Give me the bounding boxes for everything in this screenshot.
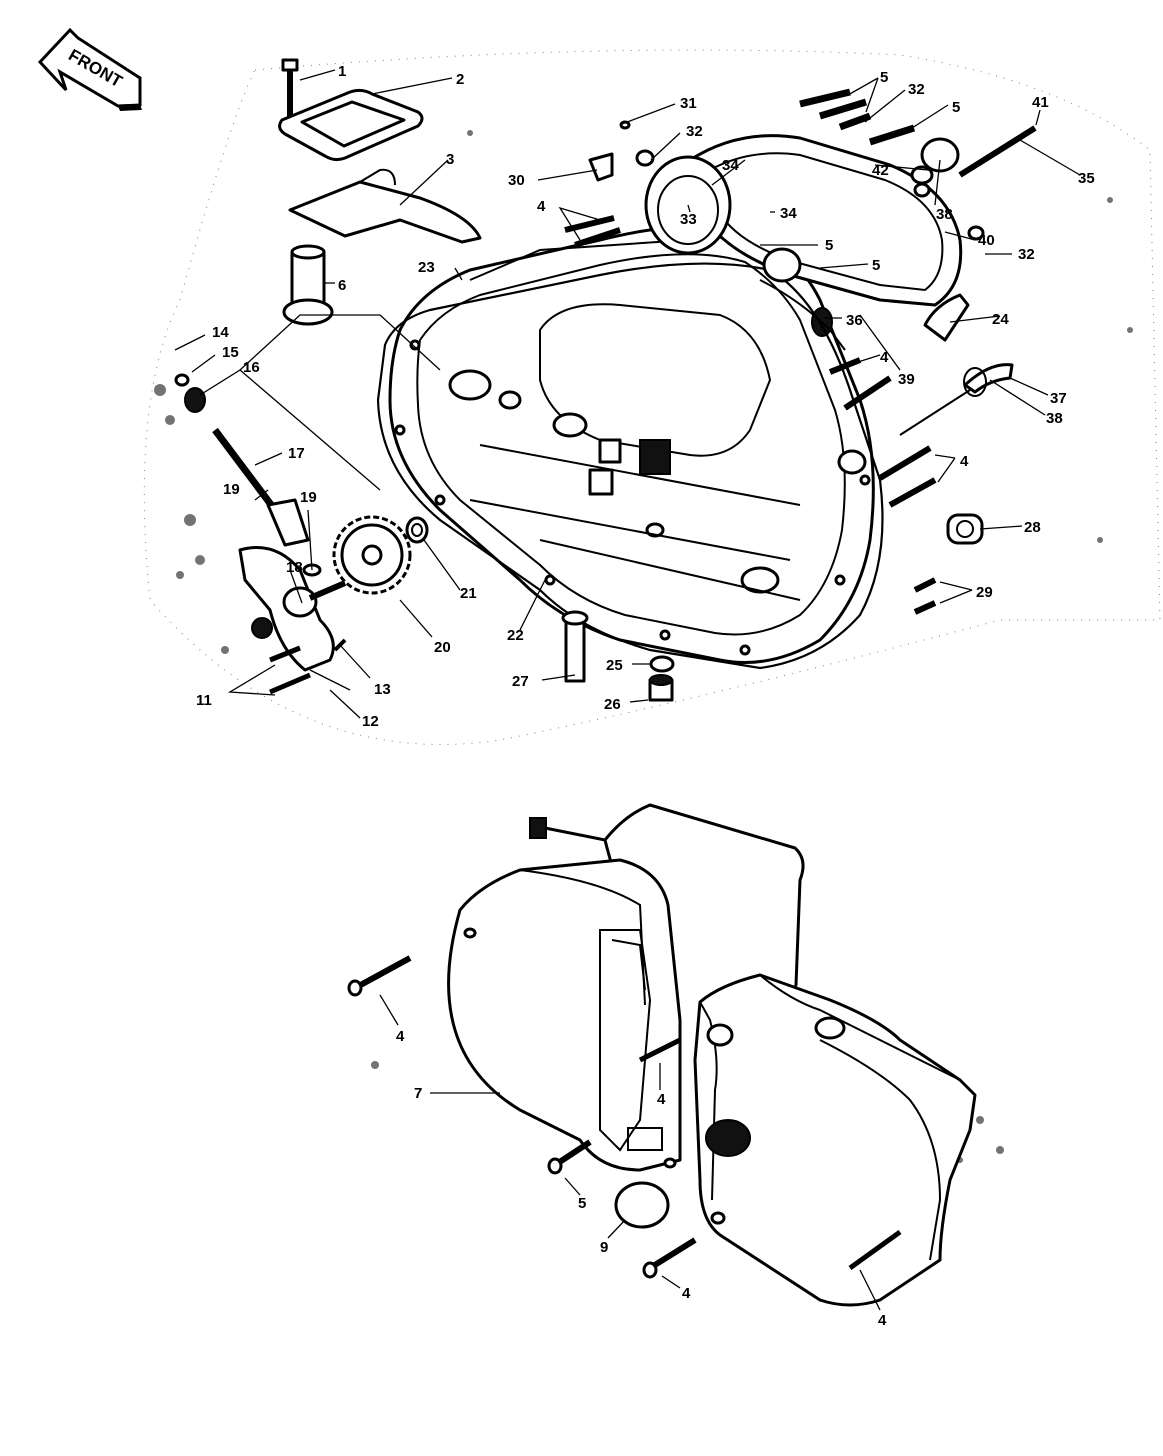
- callout-5e: 5: [578, 1195, 586, 1212]
- callout-7: 7: [414, 1085, 422, 1102]
- callout-27: 27: [512, 673, 529, 690]
- callout-5b: 5: [952, 99, 960, 116]
- callout-2: 2: [456, 71, 464, 88]
- leader-lines-upper: [174, 69, 1081, 719]
- callout-9: 9: [600, 1239, 608, 1256]
- callout-4e: 4: [657, 1091, 666, 1108]
- callout-5a: 5: [880, 69, 888, 86]
- callout-32b: 32: [908, 81, 925, 98]
- bolt-part-27: [561, 610, 589, 683]
- callout-4a: 4: [537, 198, 546, 215]
- callout-16: 16: [243, 359, 260, 376]
- gasket-part-2: [278, 88, 424, 162]
- callout-41: 41: [1032, 94, 1049, 111]
- callout-15: 15: [222, 344, 239, 361]
- callout-23: 23: [418, 259, 435, 276]
- callout-40: 40: [978, 232, 995, 249]
- callout-1: 1: [338, 63, 346, 80]
- callout-12: 12: [362, 713, 379, 730]
- callout-4b: 4: [880, 349, 889, 366]
- callout-5d: 5: [872, 257, 880, 274]
- plug-part-9: [614, 1181, 670, 1229]
- callout-32c: 32: [1018, 246, 1035, 263]
- callout-11: 11: [196, 692, 212, 709]
- gear-part-20: [332, 515, 412, 595]
- callout-4c: 4: [960, 453, 969, 470]
- washer-part-21: [405, 516, 429, 544]
- callout-18: 18: [286, 559, 303, 576]
- callout-26: 26: [604, 696, 621, 713]
- callout-20: 20: [434, 639, 451, 656]
- callout-38a: 38: [936, 206, 953, 223]
- bolt-set-lower: [347, 955, 697, 1279]
- callout-6: 6: [338, 277, 346, 294]
- callout-25: 25: [606, 657, 623, 674]
- callout-34a: 34: [722, 157, 739, 174]
- washer-part-25: [649, 655, 675, 673]
- callout-36: 36: [846, 312, 863, 329]
- callout-14: 14: [212, 324, 229, 341]
- callout-4g: 4: [878, 1312, 887, 1329]
- callout-28: 28: [1024, 519, 1041, 536]
- sleeve-part-6: [282, 244, 334, 326]
- callout-5c: 5: [825, 237, 833, 254]
- plug-part-26: [648, 674, 674, 702]
- callout-42: 42: [872, 162, 889, 179]
- chain-case-cover-part-40: [644, 134, 963, 351]
- screw-part-1: [281, 58, 299, 122]
- callout-33: 33: [680, 211, 697, 228]
- callout-19b: 19: [300, 489, 317, 506]
- callout-30: 30: [508, 172, 525, 189]
- callout-13: 13: [374, 681, 391, 698]
- shaft-assembly-left: [174, 373, 347, 695]
- callout-21: 21: [460, 585, 477, 602]
- front-arrow-icon: FRONT: [37, 27, 142, 111]
- callout-numbers: 1 2 3 4 4 4 4 4 4 4 5 5 5 5 5 6 7 9 11 1…: [196, 63, 1095, 1329]
- callout-22: 22: [507, 627, 524, 644]
- callout-4f: 4: [682, 1285, 691, 1302]
- callout-24: 24: [992, 311, 1009, 328]
- side-cover-right: [693, 973, 977, 1307]
- leader-lines-lower: [379, 994, 881, 1311]
- callout-35: 35: [1078, 170, 1095, 187]
- callout-19a: 19: [223, 481, 240, 498]
- side-cover-part-7: [447, 858, 682, 1172]
- cover-plate-part-3: [288, 168, 482, 244]
- callout-3: 3: [446, 151, 454, 168]
- callout-29: 29: [976, 584, 993, 601]
- callout-4d: 4: [396, 1028, 405, 1045]
- callout-37: 37: [1050, 390, 1067, 407]
- callout-38b: 38: [1046, 410, 1063, 427]
- callout-34b: 34: [780, 205, 797, 222]
- callout-31: 31: [680, 95, 697, 112]
- callout-17: 17: [288, 445, 305, 462]
- callout-39: 39: [898, 371, 915, 388]
- callout-32a: 32: [686, 123, 703, 140]
- crankcase-cover-part-23: [388, 224, 875, 664]
